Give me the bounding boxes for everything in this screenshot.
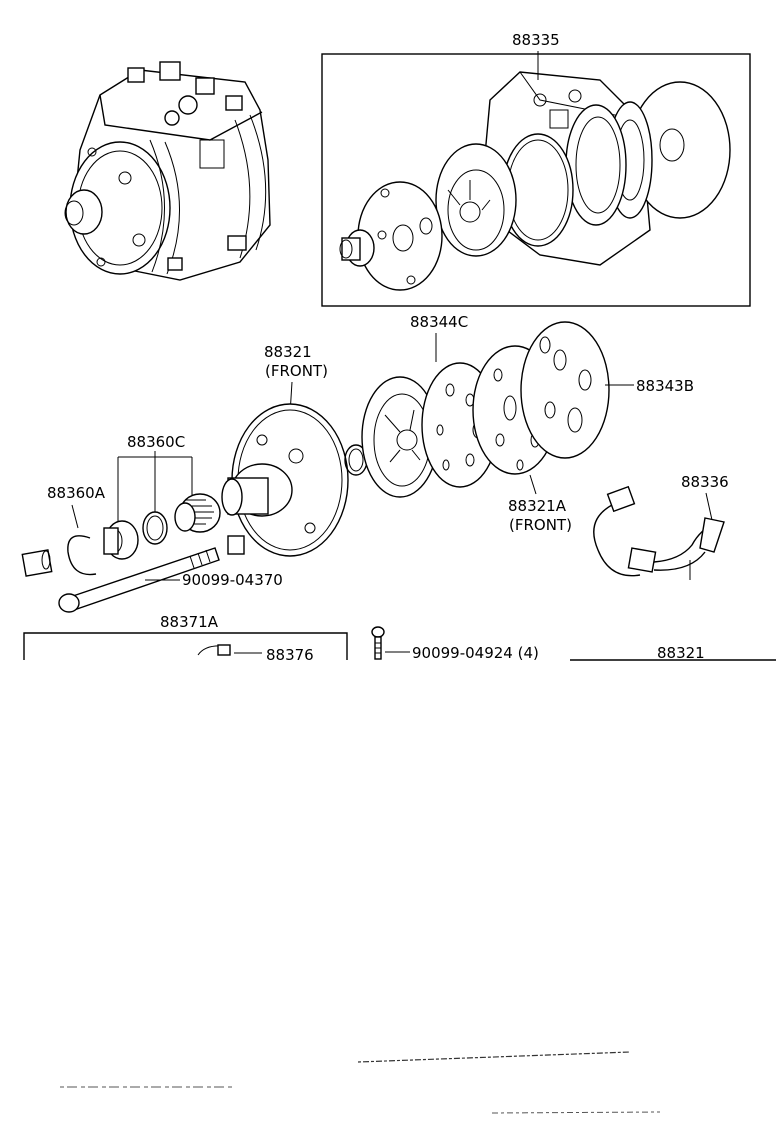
exploded-view-illustration [339,71,731,291]
label-valve-plate-front: 88321A [508,497,567,515]
thermo-switch-illustration [593,485,725,580]
screw-illustration [371,626,385,660]
label-front-housing-note: (FRONT) [265,362,328,380]
through-bolt-illustration [58,547,220,613]
scan-artifacts [60,1051,661,1114]
label-front-housing: 88321 [264,343,312,361]
snap-ring-illustration [67,535,97,576]
label-valve-plate-front-note: (FRONT) [509,516,572,534]
label-seal-kit-c: 88360C [127,433,185,451]
valve-plate-illustration [361,376,439,498]
label-top-assembly: 88335 [512,31,560,49]
rear-plate-illustration [520,321,610,459]
label-seal-kit-a: 88360A [47,484,106,502]
seal-kit-illustration [103,493,221,560]
label-clutch-assembly: 88371A [160,613,219,631]
clutch-frame [23,632,348,660]
label-through-bolt: 90099-04370 [182,571,283,589]
label-gasket: 88344C [410,313,468,331]
label-thermo-switch: 88336 [681,473,729,491]
sleeve-illustration [21,535,245,577]
compressor-assembly-illustration [64,61,271,281]
label-valve-plate-b: 88343B [636,377,694,395]
front-housing-illustration [221,403,349,557]
exploded-view-frame [321,53,751,307]
label-housing-ref: 88321 [657,644,705,662]
label-screw: 90099-04924 (4) [412,644,539,662]
label-clutch-part: 88376 [266,646,314,664]
